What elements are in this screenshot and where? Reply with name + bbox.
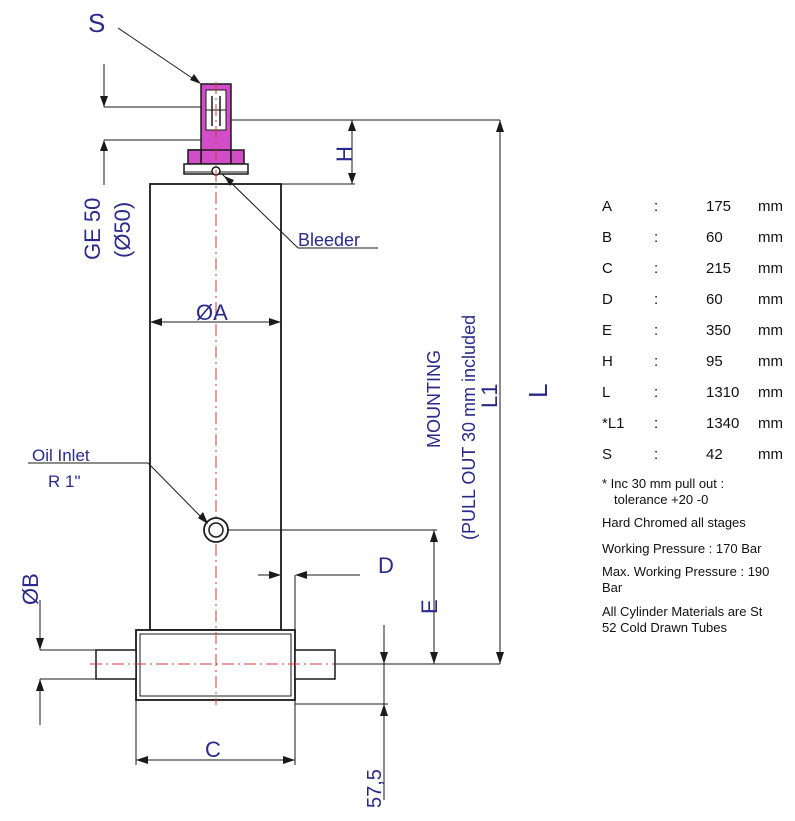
spec-unit: mm: [758, 415, 783, 432]
spec-row: A : 175 mm: [602, 198, 795, 218]
center-lines: [90, 82, 345, 705]
spec-key: A: [602, 198, 613, 215]
note-max-pressure-2: Bar: [602, 580, 623, 595]
spec-row: S : 42 mm: [602, 446, 795, 466]
label-e: E: [417, 599, 442, 614]
label-ge-dia: (Ø50): [110, 202, 135, 258]
spec-value: 215: [706, 260, 732, 277]
label-c: C: [205, 737, 221, 762]
label-l: L: [523, 384, 553, 398]
spec-unit: mm: [758, 260, 783, 277]
spec-value: 1310: [706, 384, 740, 401]
spec-value: 1340: [706, 415, 740, 432]
spec-value: 350: [706, 322, 732, 339]
spec-key: E: [602, 322, 613, 339]
label-s: S: [88, 8, 105, 38]
label-oil-inlet: Oil Inlet: [32, 446, 90, 465]
label-phi-a: ØA: [196, 300, 228, 325]
spec-unit: mm: [758, 384, 783, 401]
spec-value: 95: [706, 353, 723, 370]
label-l1: L1: [477, 384, 502, 408]
spec-sep: :: [654, 415, 659, 432]
spec-row: *L1 : 1340 mm: [602, 415, 795, 435]
spec-sep: :: [654, 384, 659, 401]
spec-key: *L1: [602, 415, 625, 432]
spec-unit: mm: [758, 353, 783, 370]
spec-unit: mm: [758, 446, 783, 463]
spec-unit: mm: [758, 198, 783, 215]
oil-inlet-port: [203, 517, 229, 543]
arrowheads: [36, 74, 504, 764]
note-materials-2: 52 Cold Drawn Tubes: [602, 620, 728, 635]
label-h: H: [332, 146, 357, 162]
spec-row: H : 95 mm: [602, 353, 795, 373]
spec-sep: :: [654, 446, 659, 463]
spec-value: 175: [706, 198, 732, 215]
label-d: D: [378, 553, 394, 578]
spec-key: B: [602, 229, 613, 246]
spec-sep: :: [654, 229, 659, 246]
note-max-pressure-1: Max. Working Pressure : 190: [602, 564, 770, 579]
note-chromed: Hard Chromed all stages: [602, 515, 746, 530]
spec-sep: :: [654, 291, 659, 308]
spec-key: S: [602, 446, 613, 463]
spec-sep: :: [654, 322, 659, 339]
spec-unit: mm: [758, 229, 783, 246]
label-phi-b: ØB: [18, 573, 43, 605]
spec-row: L : 1310 mm: [602, 384, 795, 404]
note-working-pressure: Working Pressure : 170 Bar: [602, 541, 762, 556]
spec-row: B : 60 mm: [602, 229, 795, 249]
label-pull-out: (PULL OUT 30 mm included: [459, 315, 479, 540]
note-materials-1: All Cylinder Materials are St: [602, 604, 763, 619]
spec-row: E : 350 mm: [602, 322, 795, 342]
note-pull-out-1: * Inc 30 mm pull out :: [602, 476, 725, 491]
label-mounting: MOUNTING: [424, 350, 444, 448]
spec-unit: mm: [758, 322, 783, 339]
spec-table: A : 175 mm B : 60 mm C : 215 mm D : 60 m…: [602, 198, 792, 473]
label-offset: 57,5: [364, 769, 386, 808]
spec-key: C: [602, 260, 613, 277]
spec-sep: :: [654, 353, 659, 370]
label-oil-inlet-thread: R 1": [48, 472, 81, 491]
spec-key: D: [602, 291, 613, 308]
spec-row: D : 60 mm: [602, 291, 795, 311]
spec-value: 60: [706, 291, 723, 308]
spec-value: 60: [706, 229, 723, 246]
spec-row: C : 215 mm: [602, 260, 795, 280]
spec-key: L: [602, 384, 611, 401]
spec-key: H: [602, 353, 613, 370]
note-pull-out-2: tolerance +20 -0: [614, 492, 709, 507]
spec-sep: :: [654, 260, 659, 277]
label-bleeder: Bleeder: [298, 230, 360, 250]
label-ge: GE 50: [80, 198, 105, 260]
spec-unit: mm: [758, 291, 783, 308]
spec-sep: :: [654, 198, 659, 215]
spec-value: 42: [706, 446, 723, 463]
